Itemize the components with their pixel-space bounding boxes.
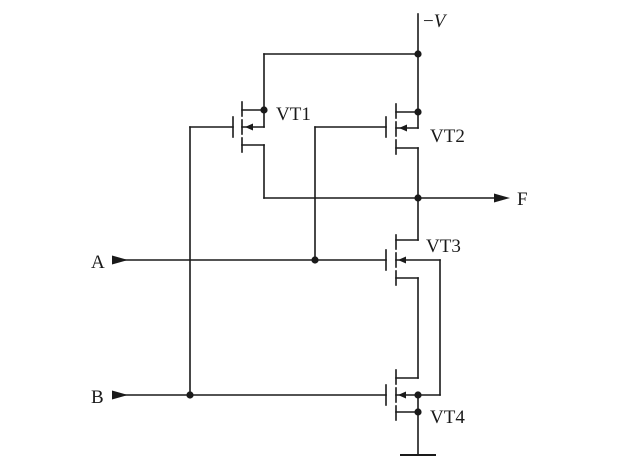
- vt2-label: VT2: [430, 126, 465, 147]
- transistor-vt2: [314, 103, 419, 241]
- vt4-substrate-arrow: [398, 391, 406, 399]
- supply-rail: [263, 13, 419, 113]
- input-b-label: B: [91, 387, 104, 408]
- junction-input-b: [186, 391, 194, 399]
- junction-supply: [414, 50, 422, 58]
- transistor-vt1: [189, 101, 265, 199]
- vt1-substrate-arrow: [245, 123, 253, 131]
- junction-input-a: [311, 256, 319, 264]
- output-arrow: [494, 193, 510, 203]
- vt3-label: VT3: [426, 236, 461, 257]
- transistor-vt4: [385, 369, 419, 456]
- vt3-substrate-arrow: [398, 256, 406, 264]
- input-a-label: A: [91, 252, 105, 273]
- vt1-label: VT1: [276, 104, 311, 125]
- vt2-substrate-arrow: [399, 124, 407, 132]
- junction-output: [414, 194, 422, 202]
- output-line: [263, 193, 510, 203]
- junction-vt1-source: [260, 106, 268, 114]
- vt4-label: VT4: [430, 407, 465, 428]
- junction-vt4-source: [414, 408, 422, 416]
- output-label-f: F: [517, 189, 528, 210]
- supply-label: −V: [423, 11, 448, 32]
- junction-vt2-source: [414, 108, 422, 116]
- input-a-line: [112, 126, 387, 265]
- input-b-line: [112, 126, 387, 400]
- junction-vt4-substrate: [414, 391, 422, 399]
